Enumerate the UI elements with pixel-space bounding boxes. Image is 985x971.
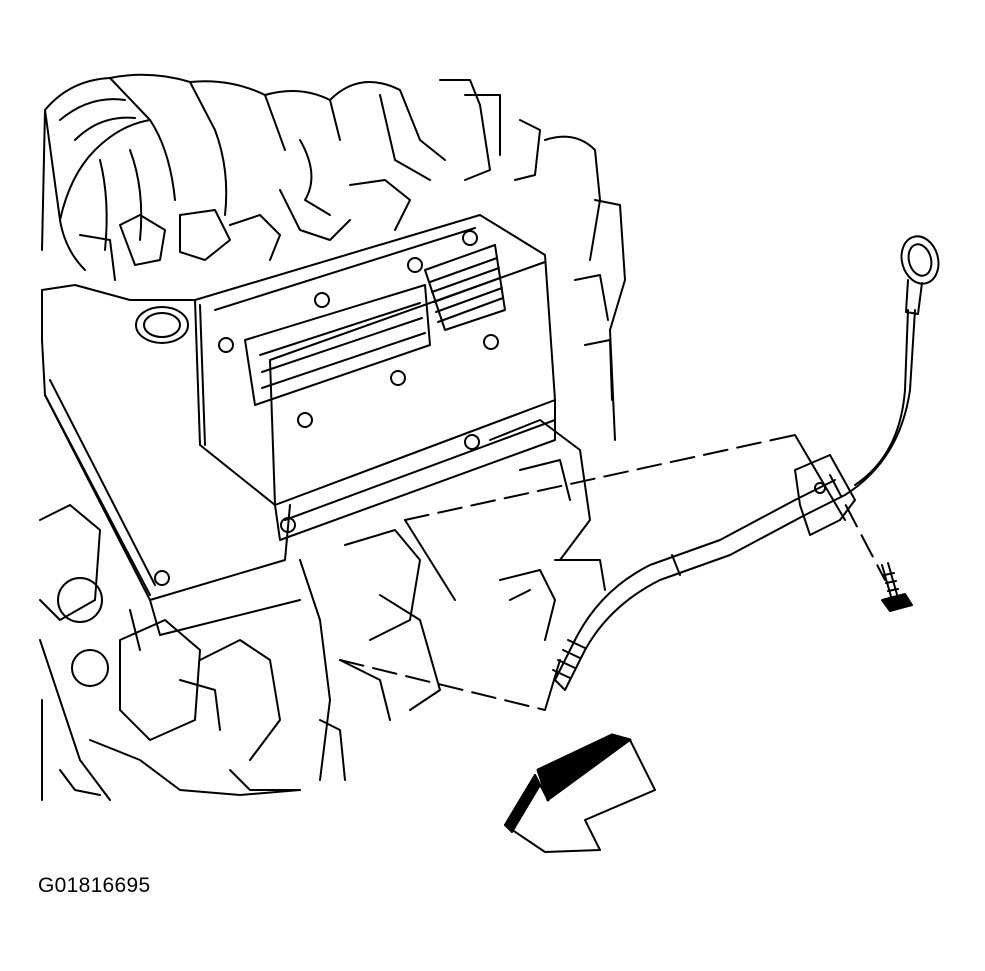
engine-assembly-icon bbox=[39, 73, 626, 801]
wiring-harness-icon bbox=[79, 79, 626, 441]
tube-bolt-icon bbox=[881, 562, 913, 612]
front-of-vehicle-arrow-icon bbox=[504, 733, 656, 853]
alignment-lines-icon bbox=[339, 434, 886, 711]
valve-cover-icon bbox=[194, 214, 556, 541]
timing-cover-icon bbox=[41, 284, 301, 651]
dipstick-handle-icon bbox=[900, 235, 940, 315]
exhaust-manifold-icon bbox=[489, 274, 613, 641]
coil-pack-icon bbox=[424, 244, 506, 331]
figure-id-label: G01816695 bbox=[38, 874, 151, 897]
valve-cover-bolts-icon bbox=[154, 230, 499, 586]
intake-manifold-icon bbox=[41, 73, 341, 271]
tube-bracket-outline-icon bbox=[404, 434, 846, 711]
engine-block-lower-icon bbox=[39, 504, 441, 801]
oil-level-indicator-tube-icon bbox=[552, 309, 916, 691]
oil-fill-cap-icon bbox=[135, 306, 189, 344]
